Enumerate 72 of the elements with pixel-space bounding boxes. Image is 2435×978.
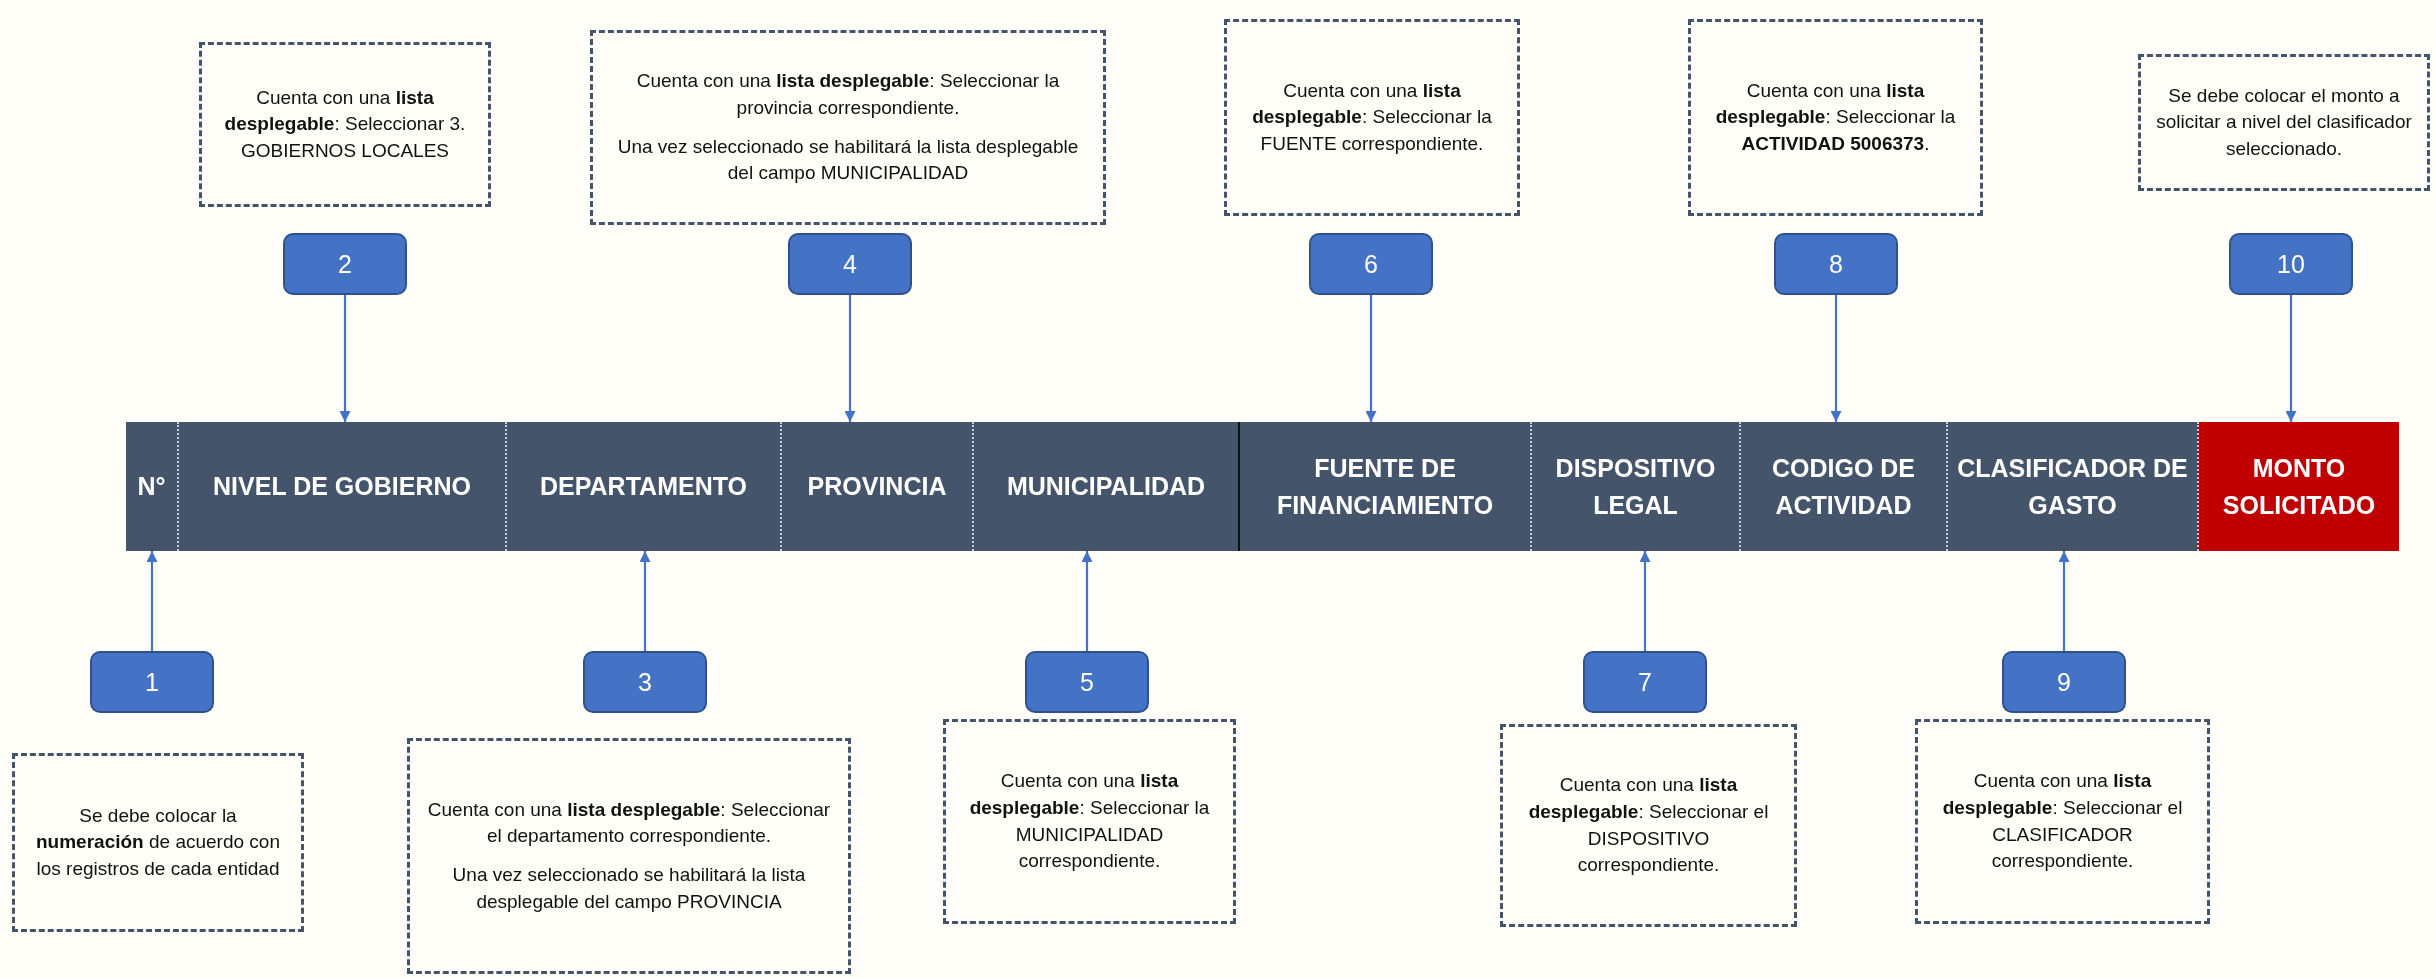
column-header-text: DEPARTAMENTO <box>540 471 747 503</box>
step-number-badge <box>2002 651 2126 713</box>
note-text: Cuenta con una lista desplegable: Seleccionar el CLASIFICADOR correspondiente. <box>1941 769 2184 874</box>
note-text: Cuenta con una lista desplegable: Seleccionar la ACTIVIDAD 5006373. <box>1714 78 1957 156</box>
note-text: Se debe colocar el monto a solicitar a nivel del clasificador seleccionado. <box>2155 83 2413 161</box>
arrow <box>2285 295 2297 422</box>
column-header-text: MONTO SOLICITADO <box>2221 453 2377 521</box>
note-text: Cuenta con una lista desplegable: Seleccionar la MUNICIPALIDAD correspondiente. <box>968 769 1211 874</box>
arrow <box>844 295 856 422</box>
step-number: 2 <box>338 249 352 279</box>
column-header-text: CLASIFICADOR DE GASTO <box>1956 453 2189 521</box>
step-number-badge <box>1025 651 1149 713</box>
column-header-cell <box>1739 422 1946 551</box>
note-box <box>943 719 1236 924</box>
column-header-text: DISPOSITIVO LEGAL <box>1554 453 1717 521</box>
note-text: Una vez seleccionado se habilitará la lista desplegable del campo PROVINCIA <box>451 863 807 914</box>
step-number: 7 <box>1638 667 1652 697</box>
arrow <box>1081 551 1093 651</box>
step-number-badge <box>1774 233 1898 295</box>
column-header-cell <box>126 422 177 551</box>
column-header-cell <box>177 422 505 551</box>
step-number: 9 <box>2057 667 2071 697</box>
step-number: 1 <box>145 667 159 697</box>
note-box <box>1224 19 1520 216</box>
arrow <box>1830 295 1842 422</box>
column-header-cell <box>2197 422 2399 551</box>
step-number-badge <box>283 233 407 295</box>
note-box <box>199 42 491 207</box>
column-header-text: N° <box>137 471 166 503</box>
note-box <box>12 753 304 932</box>
step-number-badge <box>2229 233 2353 295</box>
note-text: Cuenta con una lista desplegable: Seleccionar la provincia correspondiente. <box>635 69 1061 120</box>
note-box <box>1915 719 2210 924</box>
column-header-cell <box>972 422 1238 551</box>
column-header-cell <box>1238 422 1530 551</box>
arrow <box>1639 551 1651 651</box>
column-header-text: FUENTE DE FINANCIAMIENTO <box>1275 453 1495 521</box>
arrow <box>146 551 158 651</box>
note-text: Cuenta con una lista desplegable: Seleccionar la FUENTE correspondiente. <box>1251 78 1493 156</box>
note-box <box>1500 724 1797 927</box>
step-number: 5 <box>1080 667 1094 697</box>
step-number: 3 <box>638 667 652 697</box>
column-header-cell <box>1946 422 2197 551</box>
note-box <box>2138 54 2430 191</box>
arrow <box>339 295 351 422</box>
arrow <box>2058 551 2070 651</box>
column-header-text: PROVINCIA <box>807 471 947 503</box>
note-box <box>1688 19 1983 216</box>
column-header-cell <box>780 422 972 551</box>
step-number-badge <box>788 233 912 295</box>
step-number: 4 <box>843 249 857 279</box>
step-number: 6 <box>1364 249 1378 279</box>
step-number-badge <box>90 651 214 713</box>
note-box <box>407 738 851 974</box>
step-number-badge <box>583 651 707 713</box>
column-header-text: MUNICIPALIDAD <box>1006 471 1206 503</box>
note-text: Cuenta con una lista desplegable: Seleccionar 3. GOBIERNOS LOCALES <box>223 85 467 163</box>
step-number-badge <box>1309 233 1433 295</box>
column-header-cell <box>505 422 780 551</box>
arrow <box>1365 295 1377 422</box>
note-box <box>590 30 1106 225</box>
note-text: Se debe colocar la numeración de acuerdo con los registros de cada entidad <box>35 803 281 881</box>
column-header-text: CODIGO DE ACTIVIDAD <box>1770 453 1917 521</box>
step-number: 8 <box>1829 249 1843 279</box>
column-header-cell <box>1530 422 1739 551</box>
step-number-badge <box>1583 651 1707 713</box>
note-text: Cuenta con una lista desplegable: Seleccionar el departamento correspondiente. <box>426 797 832 849</box>
column-header-text: NIVEL DE GOBIERNO <box>213 471 471 503</box>
step-number: 10 <box>2277 249 2305 279</box>
note-text: Una vez seleccionado se habilitará la lista desplegable del campo MUNICIPALIDAD <box>616 134 1080 186</box>
note-text: Cuenta con una lista desplegable: Seleccionar el DISPOSITIVO correspondiente. <box>1527 773 1770 878</box>
arrow <box>639 551 651 651</box>
